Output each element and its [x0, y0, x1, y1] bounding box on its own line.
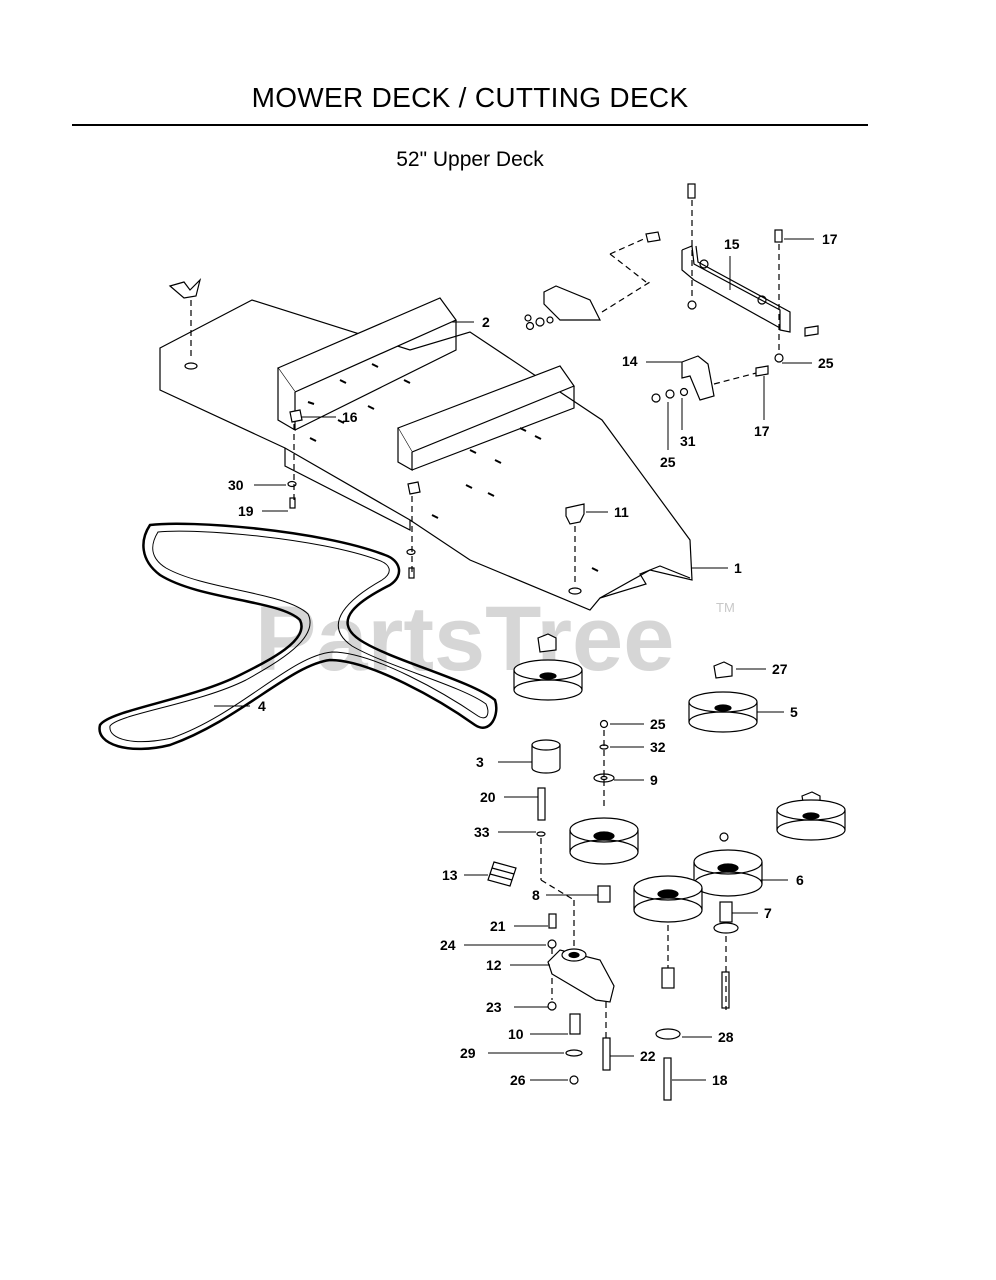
bracket-14: [651, 355, 769, 403]
callout-4: 4: [258, 698, 266, 714]
washer-stack: [593, 719, 615, 808]
leader-lines: [214, 238, 814, 1081]
idler-pulley-lower: [633, 875, 703, 1101]
callout-5: 5: [790, 704, 798, 720]
drive-belt: [98, 522, 498, 751]
spacer-3: [531, 739, 561, 774]
baffle-front: [397, 365, 575, 472]
callout-7: 7: [764, 905, 772, 921]
watermark-tm: TM: [716, 600, 735, 615]
callout-17-top: 17: [822, 231, 838, 247]
spacer-8: [597, 885, 611, 903]
idler-arm-12: [547, 913, 615, 1085]
callout-3: 3: [476, 754, 484, 770]
diagram-subtitle: 52" Upper Deck: [396, 148, 544, 171]
idler-pulley-upper: [569, 817, 639, 865]
callout-18: 18: [712, 1072, 728, 1088]
callout-22: 22: [640, 1048, 656, 1064]
callout-8: 8: [532, 887, 540, 903]
bracket-assembly-15: [524, 183, 819, 363]
callout-25-lower: 25: [650, 716, 666, 732]
baffle-back: [277, 297, 457, 432]
callout-27: 27: [772, 661, 788, 677]
callout-24: 24: [440, 937, 456, 953]
callout-2: 2: [482, 314, 490, 330]
watermark: PartsTree: [255, 588, 674, 690]
callout-11: 11: [614, 504, 629, 520]
pulley-right: [776, 791, 846, 841]
callout-10: 10: [508, 1026, 524, 1042]
baffle-hardware: [287, 409, 421, 579]
callout-21: 21: [490, 918, 506, 934]
callout-23: 23: [486, 999, 502, 1015]
spring-13: [487, 861, 517, 887]
callout-33: 33: [474, 824, 490, 840]
callout-26: 26: [510, 1072, 526, 1088]
callout-13: 13: [442, 867, 458, 883]
pulley-center: [513, 633, 583, 701]
callout-17-lower: 17: [754, 423, 770, 439]
callout-28: 28: [718, 1029, 734, 1045]
idler-pulley-6: [693, 832, 763, 1010]
callout-32: 32: [650, 739, 666, 755]
callout-25-mid: 25: [660, 454, 676, 470]
bolt-20: [536, 787, 575, 948]
callout-12: 12: [486, 957, 502, 973]
callout-9: 9: [650, 772, 658, 788]
callout-25-upper: 25: [818, 355, 834, 371]
top-fitting: [168, 278, 202, 358]
callout-20: 20: [480, 789, 496, 805]
page-title: MOWER DECK / CUTTING DECK: [251, 82, 689, 113]
callout-30: 30: [228, 477, 244, 493]
callout-31: 31: [680, 433, 696, 449]
deck-plate: [159, 299, 693, 611]
pulley-5: [688, 661, 758, 733]
bolt-18-upper: [721, 971, 730, 1009]
callout-14: 14: [622, 353, 638, 369]
callout-1: 1: [734, 560, 742, 576]
callout-19: 19: [238, 503, 254, 519]
callout-29: 29: [460, 1045, 476, 1061]
title-rule: [72, 124, 868, 126]
callout-16: 16: [342, 409, 358, 425]
callout-15: 15: [724, 236, 740, 252]
callout-6: 6: [796, 872, 804, 888]
part-11-fitting: [565, 503, 585, 585]
